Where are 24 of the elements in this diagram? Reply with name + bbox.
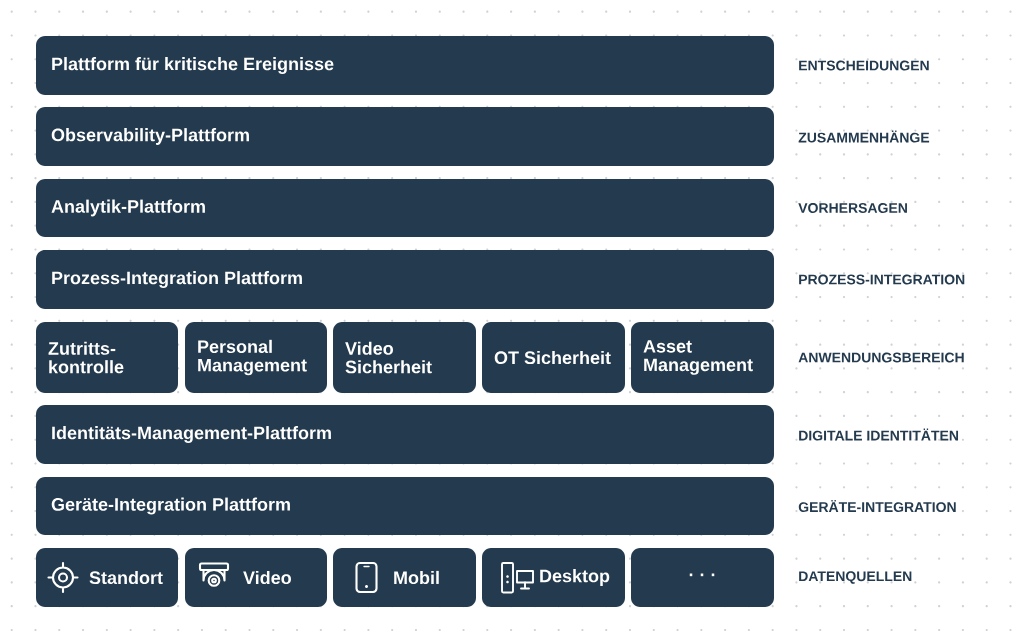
module-box: Video Sicherheit [333,322,476,393]
platform-bar: Observability-Plattform [36,107,774,166]
platform-bar: Geräte-Integration Plattform [36,477,774,535]
layer-label: ZUSAMMENHÄNGE [798,130,930,143]
module-box: Asset Management [631,322,774,393]
more-box: · · · [631,548,774,607]
layer-label: PROZESS-INTEGRATION [799,274,965,285]
layer-label: ANWENDUNGSBEREICH [798,352,964,363]
layer-label: ENTSCHEIDUNGEN [799,60,929,71]
data-source-box: Desktop [482,548,625,607]
platform-bar: Plattform für kritische Ereignisse [36,36,774,95]
module-box: OT Sicherheit [482,322,625,393]
layer-label: DATENQUELLEN [799,571,912,584]
layer-label: VORHERSAGEN [798,203,907,213]
data-source-box: Mobil [333,548,476,607]
layer-label: DIGITALE IDENTITÄTEN [799,428,958,441]
data-source-box: Standort [36,548,178,607]
layer-label: GERÄTE-INTEGRATION [798,499,956,513]
platform-bar: Analytik-Plattform [36,179,774,237]
data-source-box: Video [185,548,327,607]
platform-bar: Identitäts-Management-Plattform [36,405,774,464]
platform-bar: Prozess-Integration Plattform [36,250,774,309]
module-box: Zutritts- kontrolle [36,322,178,393]
module-box: Personal Management [185,322,327,393]
